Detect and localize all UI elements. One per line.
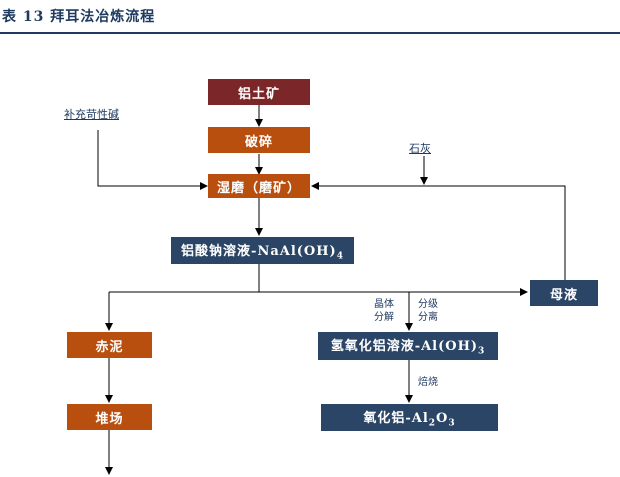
alumina-subscript-2: 3 bbox=[448, 418, 456, 429]
node-crushing-label: 破碎 bbox=[244, 134, 273, 150]
alumina-subscript-1: 2 bbox=[428, 418, 437, 429]
arrow-caustic-grinding bbox=[97, 130, 208, 190]
node-red-mud-label: 赤泥 bbox=[95, 339, 124, 355]
label-classification-line2: 分离 bbox=[418, 312, 438, 323]
figure-title: 表 13 拜耳法冶炼流程 bbox=[2, 9, 156, 25]
node-bauxite-label: 铝土矿 bbox=[237, 86, 280, 102]
node-wet-grinding: 湿磨（磨矿） bbox=[208, 174, 310, 198]
node-crushing: 破碎 bbox=[208, 127, 310, 153]
alumina-oxygen: O bbox=[436, 410, 449, 426]
node-stockpile-label: 堆场 bbox=[95, 411, 124, 427]
alumina-text: 氧化铝-Al bbox=[363, 410, 429, 426]
aluminum-hydroxide-text: 氢氧化铝溶液-Al(OH) bbox=[330, 339, 479, 355]
input-lime: 石灰 bbox=[409, 142, 431, 155]
node-sodium-aluminate: 铝酸钠溶液-NaAl(OH)4 bbox=[171, 237, 354, 264]
node-aluminum-hydroxide: 氢氧化铝溶液-Al(OH)3 bbox=[318, 332, 498, 360]
aluminum-hydroxide-subscript: 3 bbox=[478, 346, 486, 357]
label-classification-line1: 分级 bbox=[418, 299, 438, 310]
table-header: 表 13 拜耳法冶炼流程 bbox=[0, 0, 620, 34]
label-crystallization: 晶体 分解 bbox=[374, 298, 394, 324]
label-crystallization-line1: 晶体 bbox=[374, 299, 394, 310]
node-sodium-aluminate-label: 铝酸钠溶液-NaAl(OH)4 bbox=[181, 240, 344, 262]
flowchart: 铝土矿 破碎 湿磨（磨矿） 铝酸钠溶液-NaAl(OH)4 母液 赤泥 堆场 氢… bbox=[0, 34, 620, 477]
sodium-aluminate-text: 铝酸钠溶液-NaAl(OH) bbox=[181, 243, 337, 259]
node-alumina-label: 氧化铝-Al2O3 bbox=[363, 407, 455, 429]
node-mother-liquor-label: 母液 bbox=[549, 287, 578, 303]
label-classification: 分级 分离 bbox=[418, 298, 438, 324]
node-wet-grinding-label: 湿磨（磨矿） bbox=[216, 180, 301, 196]
node-stockpile: 堆场 bbox=[67, 404, 152, 430]
connector-lines bbox=[97, 105, 566, 475]
node-aluminum-hydroxide-label: 氢氧化铝溶液-Al(OH)3 bbox=[331, 335, 486, 357]
node-bauxite: 铝土矿 bbox=[208, 79, 310, 105]
input-caustic-soda: 补充苛性碱 bbox=[64, 108, 119, 121]
node-red-mud: 赤泥 bbox=[67, 332, 152, 358]
arrow-liquor-grinding bbox=[311, 182, 566, 280]
sodium-aluminate-subscript: 4 bbox=[336, 251, 344, 262]
node-mother-liquor: 母液 bbox=[530, 280, 598, 306]
label-calcination: 焙烧 bbox=[418, 377, 438, 388]
label-crystallization-line2: 分解 bbox=[374, 312, 394, 323]
node-alumina: 氧化铝-Al2O3 bbox=[321, 404, 498, 431]
